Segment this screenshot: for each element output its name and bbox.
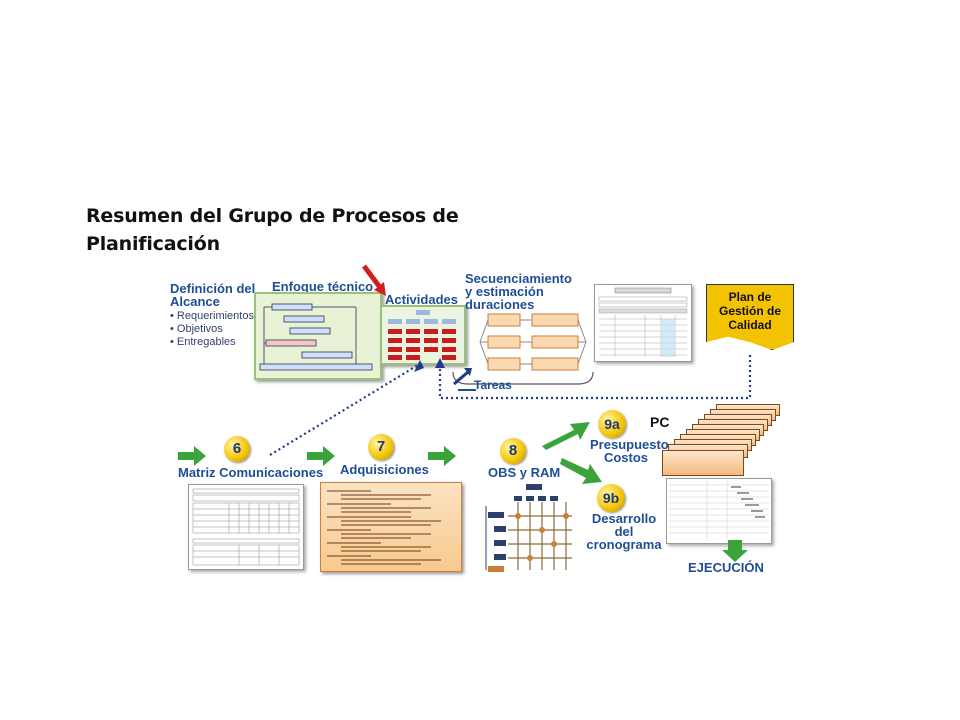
green-arrow-down-icon bbox=[560, 458, 602, 484]
pc-label: PC bbox=[650, 414, 670, 430]
adquisiciones-doc-graphic bbox=[327, 490, 441, 565]
actividades-diagram bbox=[380, 305, 466, 365]
ejecucion-label: EJECUCIÓN bbox=[688, 560, 764, 575]
obs-ram-matrix-graphic bbox=[485, 484, 572, 572]
secuenciamiento-heading: Secuenciamiento y estimación duraciones bbox=[465, 271, 572, 312]
scope-list: Requerimientos Objetivos Entregables bbox=[170, 310, 260, 349]
step-9b-label: Desarrollo del cronograma bbox=[586, 511, 662, 552]
step-7-label: Adquisiciones bbox=[340, 462, 429, 477]
green-arrow-icon bbox=[307, 446, 335, 466]
step-8-label: OBS y RAM bbox=[488, 465, 561, 480]
green-arrow-up-icon bbox=[542, 422, 590, 450]
green-arrow-icon bbox=[428, 446, 456, 466]
step-9b-badge: 9b bbox=[597, 484, 625, 512]
tareas-label: Tareas bbox=[474, 378, 512, 392]
step-9a-badge: 9a bbox=[598, 410, 626, 438]
register-form-thumbnail bbox=[594, 284, 692, 362]
page-title: Resumen del Grupo de Procesos de Planifi… bbox=[86, 205, 459, 255]
scope-block: Definición del Alcance Requerimientos Ob… bbox=[170, 282, 260, 349]
enfoque-tree-graphic bbox=[259, 303, 373, 371]
green-arrow-icon bbox=[178, 446, 206, 466]
register-form-graphic bbox=[598, 287, 688, 357]
ejecucion-down-arrow-icon bbox=[722, 540, 748, 562]
pc-doc-stack bbox=[662, 404, 802, 484]
pc-stack-card bbox=[662, 450, 744, 476]
red-arrow-icon bbox=[362, 264, 386, 296]
enfoque-diagram bbox=[254, 292, 382, 380]
scope-heading: Definición del Alcance bbox=[170, 281, 256, 309]
scope-item: Requerimientos bbox=[170, 310, 260, 323]
gantt-doc-thumbnail bbox=[666, 478, 772, 544]
scope-item: Objetivos bbox=[170, 323, 260, 336]
enfoque-heading: Enfoque técnico bbox=[272, 279, 374, 294]
step-8-badge: 8 bbox=[500, 438, 526, 464]
network-diagram bbox=[479, 313, 587, 371]
step-7-badge: 7 bbox=[368, 434, 394, 460]
actividades-heading: Actividades bbox=[385, 292, 458, 307]
matriz-doc-thumbnail bbox=[188, 484, 304, 570]
actividades-wbs-graphic bbox=[388, 310, 456, 360]
calidad-label: Plan de Gestión de Calidad bbox=[718, 290, 781, 332]
gantt-graphic bbox=[669, 481, 769, 541]
step-6-label: Matriz Comunicaciones bbox=[178, 465, 324, 480]
step-9a-label: Presupuesto Costos bbox=[590, 437, 669, 465]
tareas-bracket bbox=[452, 371, 594, 391]
scope-item: Entregables bbox=[170, 336, 260, 349]
adquisiciones-doc-thumbnail bbox=[320, 482, 462, 572]
tareas-arrow-icon bbox=[453, 368, 472, 386]
matriz-doc-graphic bbox=[192, 488, 300, 566]
step-6-badge: 6 bbox=[224, 436, 250, 462]
